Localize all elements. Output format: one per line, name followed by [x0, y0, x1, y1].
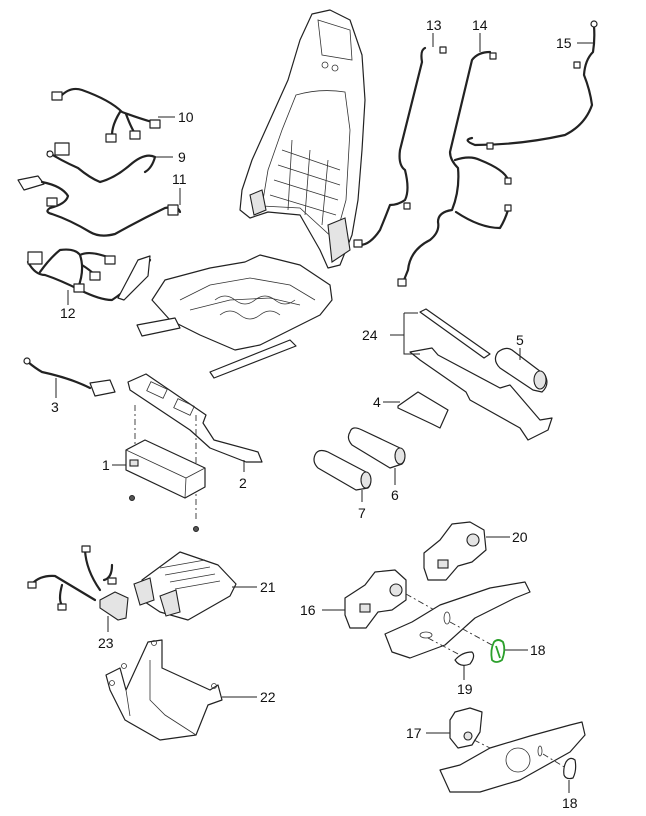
- callout-6[interactable]: 6: [391, 487, 399, 503]
- switch-knob-18[interactable]: 18: [562, 757, 578, 811]
- callout-16[interactable]: 16: [300, 602, 316, 618]
- callout-17[interactable]: 17: [406, 725, 422, 741]
- wiring-lead-3[interactable]: 3: [23, 357, 116, 415]
- seat-side-trim-lower[interactable]: [439, 721, 586, 793]
- motor-6[interactable]: 6: [347, 427, 406, 503]
- switch-knob-18-highlighted[interactable]: 18: [490, 639, 546, 663]
- wiring-harness-11[interactable]: 11: [17, 171, 187, 237]
- cover-plate-4[interactable]: 4: [373, 391, 449, 429]
- wiring-harness-13[interactable]: 13: [353, 17, 447, 248]
- callout-19[interactable]: 19: [457, 681, 473, 697]
- callout-9[interactable]: 9: [178, 149, 186, 165]
- wiring-harness-15[interactable]: 15: [466, 20, 598, 150]
- switch-unit-20[interactable]: 20: [423, 521, 528, 581]
- callout-14[interactable]: 14: [472, 17, 488, 33]
- callout-7[interactable]: 7: [358, 505, 366, 521]
- callout-18[interactable]: 18: [562, 795, 578, 811]
- control-unit-21[interactable]: 21: [133, 551, 276, 621]
- callout-2[interactable]: 2: [239, 475, 247, 491]
- callout-23[interactable]: 23: [98, 635, 114, 651]
- callout-4[interactable]: 4: [373, 394, 381, 410]
- callout-22[interactable]: 22: [260, 689, 276, 705]
- seat-side-trim-upper[interactable]: [384, 581, 531, 659]
- callout-5[interactable]: 5: [516, 332, 524, 348]
- backrest-frame[interactable]: [239, 9, 366, 269]
- callout-21[interactable]: 21: [260, 579, 276, 595]
- wiring-harness-10[interactable]: 10: [51, 87, 194, 143]
- bracket-22[interactable]: 22: [105, 639, 276, 741]
- wiring-harness-9[interactable]: 9: [46, 142, 186, 184]
- motor-5[interactable]: 5: [494, 332, 548, 393]
- wiring-harness-12[interactable]: 12: [26, 248, 152, 321]
- wiring-harness-14[interactable]: 14: [397, 17, 512, 287]
- callout-3[interactable]: 3: [51, 399, 59, 415]
- control-unit-1[interactable]: 1: [102, 405, 206, 532]
- switch-knob-19[interactable]: 19: [454, 651, 475, 697]
- mounting-bracket-2[interactable]: 2: [127, 373, 263, 491]
- drive-shaft-set-24[interactable]: 24: [362, 308, 553, 441]
- callout-12[interactable]: 12: [60, 305, 76, 321]
- callout-13[interactable]: 13: [426, 17, 442, 33]
- callout-15[interactable]: 15: [556, 35, 572, 51]
- wiring-harness-23[interactable]: 23: [27, 545, 129, 651]
- callout-24[interactable]: 24: [362, 327, 378, 343]
- callout-1[interactable]: 1: [102, 457, 110, 473]
- switch-unit-17[interactable]: 17: [406, 707, 491, 749]
- callout-18-highlighted[interactable]: 18: [530, 642, 546, 658]
- callout-10[interactable]: 10: [178, 109, 194, 125]
- switch-unit-16[interactable]: 16: [300, 569, 439, 629]
- callout-20[interactable]: 20: [512, 529, 528, 545]
- motor-7[interactable]: 7: [313, 449, 372, 521]
- callout-11[interactable]: 11: [172, 171, 187, 187]
- seat-cushion-frame[interactable]: [136, 254, 333, 379]
